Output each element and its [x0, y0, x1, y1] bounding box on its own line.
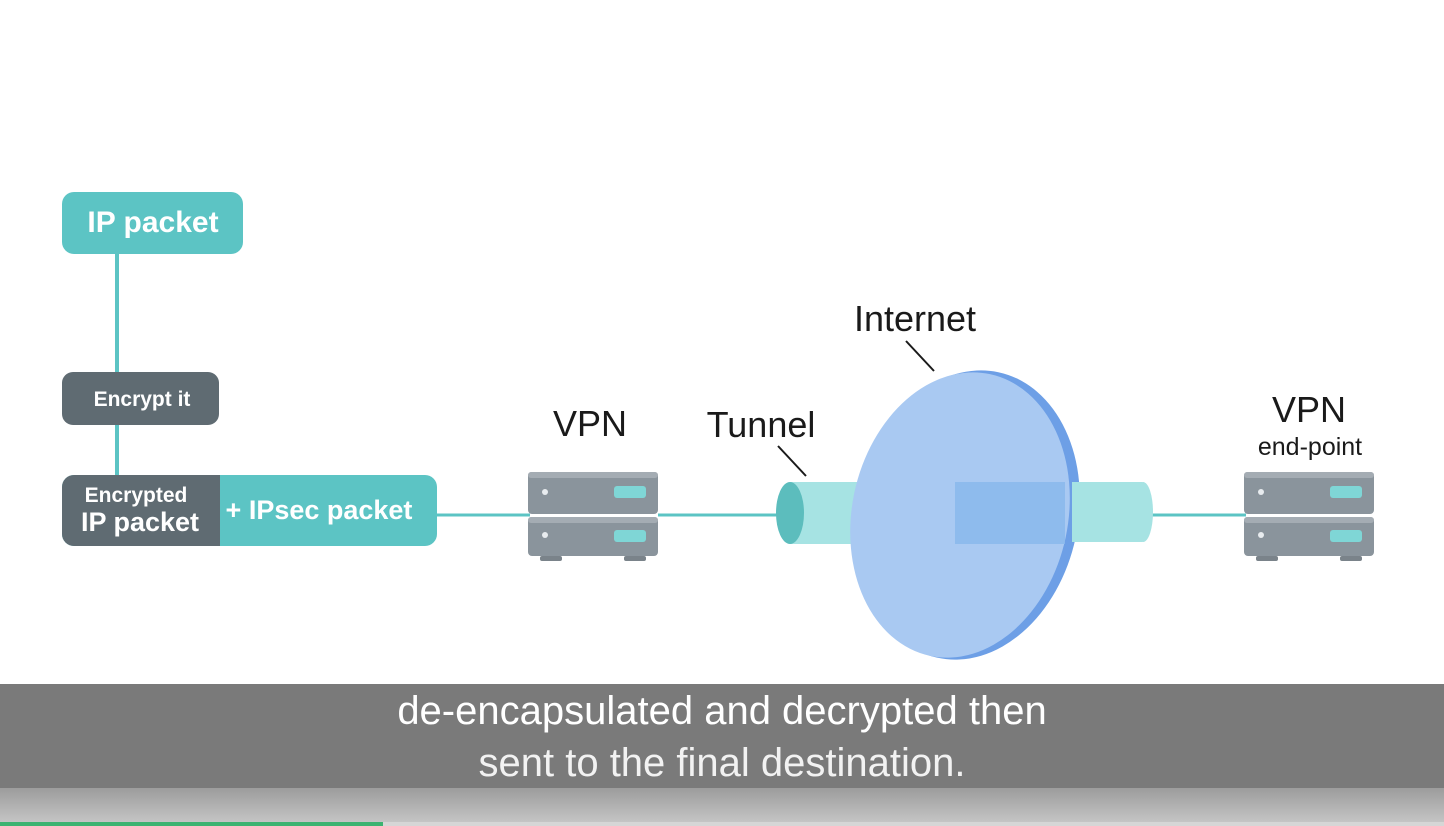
- subtitle-line-2: sent to the final destination.: [478, 741, 966, 785]
- progress-bar[interactable]: [0, 822, 1444, 826]
- ip-packet-label: IP packet: [87, 206, 218, 239]
- endpoint-server-icon: [1244, 472, 1374, 561]
- subtitle-line-1: de-encapsulated and decrypted then: [397, 689, 1047, 733]
- ipsec-label: + IPsec packet: [226, 495, 413, 525]
- tunnel-pointer: [777, 445, 807, 477]
- internet-label: Internet: [854, 298, 976, 339]
- encrypt-box: Encrypt it: [62, 372, 219, 425]
- vpn-label: VPN: [553, 403, 627, 444]
- endpoint-title: VPN: [1272, 389, 1346, 430]
- encrypt-label: Encrypt it: [94, 388, 191, 411]
- tunnel-through-internet: [955, 482, 1065, 544]
- vpn-server-icon: [528, 472, 658, 561]
- ipsec-packet-box: + IPsec packet Encrypted IP packet: [62, 475, 437, 546]
- progress-fill: [0, 822, 383, 826]
- subtitle-bar: de-encapsulated and decrypted then sent …: [0, 684, 1444, 788]
- ip-packet-box: IP packet: [62, 192, 243, 254]
- vpn-diagram: IP packet Encrypt it + IPsec packet Encr…: [62, 192, 1374, 660]
- internet-pointer: [905, 340, 935, 372]
- tunnel-label: Tunnel: [707, 404, 816, 445]
- tunnel-cylinder-right: [1072, 482, 1153, 542]
- encrypted-label-line1: Encrypted: [85, 484, 188, 507]
- encrypted-label-line2: IP packet: [81, 507, 199, 537]
- endpoint-subtitle: end-point: [1258, 433, 1362, 461]
- video-controls-bar[interactable]: [0, 788, 1444, 826]
